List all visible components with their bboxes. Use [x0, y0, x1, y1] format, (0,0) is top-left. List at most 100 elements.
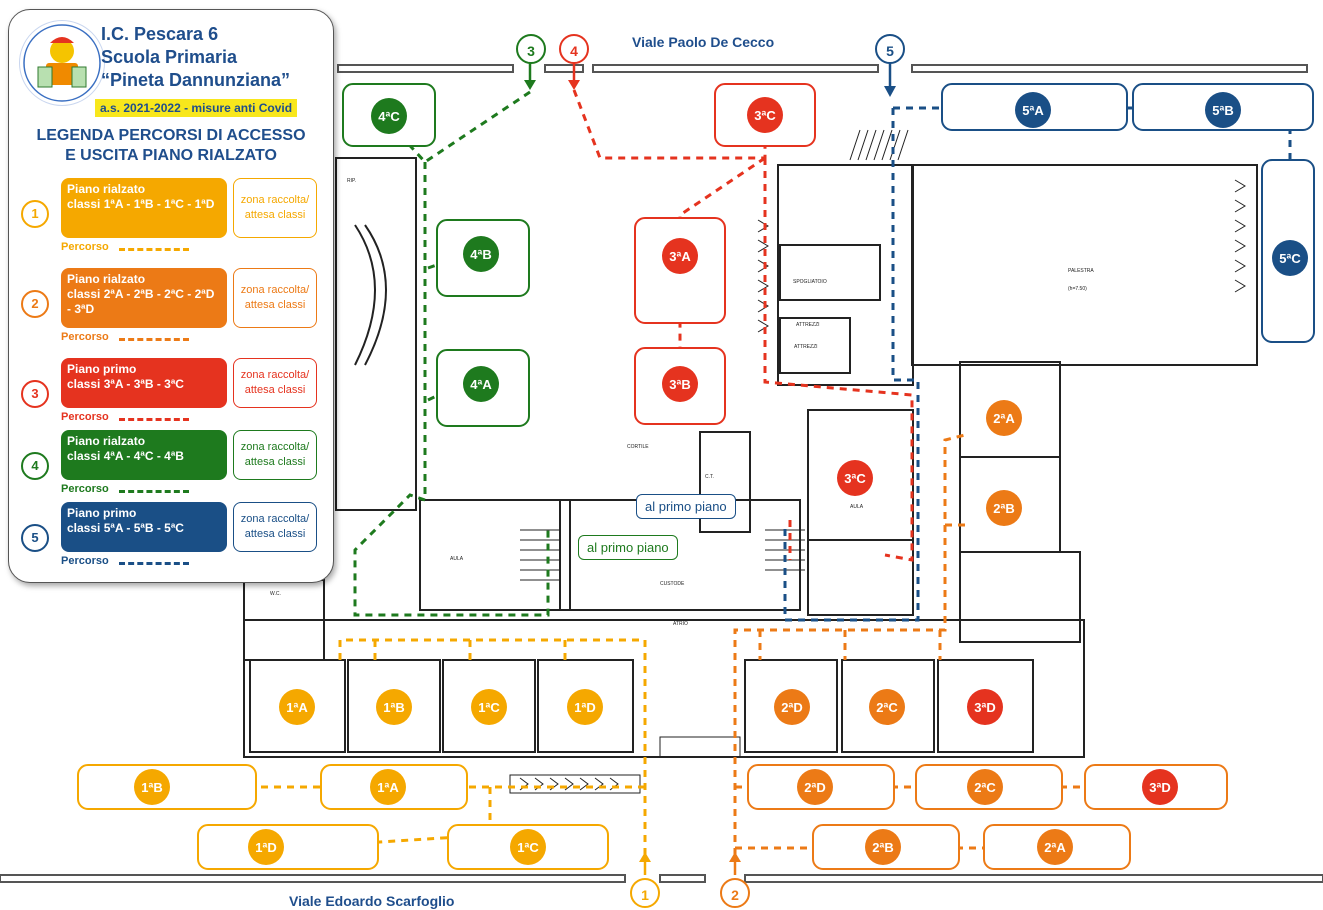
zone-1a-marker: 1ªA [370, 769, 406, 805]
svg-text:4ªC: 4ªC [378, 109, 400, 124]
legend-path-line-2 [119, 338, 189, 341]
svg-text:2ªD: 2ªD [804, 780, 825, 795]
plan-labels: PALESTRA (h=7.50) CORTILE AULA AULA SPOG… [270, 178, 1094, 627]
label-custode: CUSTODE [660, 581, 685, 587]
svg-text:3ªD: 3ªD [1149, 780, 1170, 795]
label-rip: RIP. [347, 178, 356, 184]
svg-text:4ªA: 4ªA [470, 377, 492, 392]
legend-route-5-box: Piano primo classi 5ªA - 5ªB - 5ªC [61, 502, 227, 552]
school-name-line3: “Pineta Dannunziana” [101, 70, 291, 90]
svg-text:1ªC: 1ªC [478, 700, 500, 715]
zone-1d-marker: 1ªD [248, 829, 284, 865]
label-aula: AULA [450, 556, 464, 562]
road-name-north: Viale Paolo De Cecco [632, 34, 775, 50]
svg-text:2ªA: 2ªA [993, 411, 1015, 426]
legend-path-line-1 [119, 248, 189, 251]
zone-5b-marker: 5ªB [1205, 92, 1241, 128]
label-spogliatoi: SPOGLIATOIO [793, 279, 827, 285]
classroom-1a: 1ªA [279, 689, 315, 725]
label-atrio: ATRIO [673, 621, 688, 627]
road-name-south: Viale Edoardo Scarfoglio [289, 893, 455, 909]
svg-text:2ªC: 2ªC [974, 780, 996, 795]
legend-route-3-box: Piano primo classi 3ªA - 3ªB - 3ªC [61, 358, 227, 408]
svg-text:3ªB: 3ªB [669, 377, 690, 392]
svg-text:4ªB: 4ªB [470, 247, 491, 262]
entrance-1-marker: 1 [630, 878, 660, 908]
legend-route-1-box: Piano rialzato classi 1ªA - 1ªB - 1ªC - … [61, 178, 227, 238]
legend-route-4-box: Piano rialzato classi 4ªA - 4ªC - 4ªB [61, 430, 227, 480]
legend-number-4: 4 [21, 452, 49, 480]
svg-text:1ªB: 1ªB [141, 780, 162, 795]
legend-zone-4: zona raccolta/ attesa classi [233, 430, 317, 480]
zone-2b-marker: 2ªB [865, 829, 901, 865]
legend-row-2: 2 Piano rialzato classi 2ªA - 2ªB - 2ªC … [9, 268, 333, 352]
school-logo-icon [19, 20, 105, 106]
legend-title-line2: E USCITA PIANO RIALZATO [65, 147, 277, 164]
classroom-2c: 2ªC [869, 689, 905, 725]
svg-text:5ªB: 5ªB [1212, 103, 1233, 118]
legend-route-5-classes: classi 5ªA - 5ªB - 5ªC [67, 521, 184, 535]
entrance-2-marker: 2 [720, 878, 750, 908]
zone-5c-marker: 5ªC [1272, 240, 1308, 276]
legend-panel: I.C. Pescara 6 Scuola Primaria “Pineta D… [8, 9, 334, 583]
legend-route-2-floor: Piano rialzato [67, 272, 146, 286]
markers: 4ªC 4ªB 4ªA 3ªC 3ªA 3ªB 5ªA 5ªB 5ªC 1ªB … [134, 92, 1308, 865]
legend-path-line-5 [119, 562, 189, 565]
entrance-3-marker: 3 [516, 34, 546, 64]
zone-1d [197, 824, 379, 870]
legend-row-4: 4 Piano rialzato classi 4ªA - 4ªC - 4ªB … [9, 430, 333, 514]
svg-text:2ªB: 2ªB [993, 501, 1014, 516]
label-palestra: PALESTRA [1068, 268, 1094, 274]
legend-path-label-5: Percorso [61, 555, 109, 567]
label-attrezzi: ATTREZZI [796, 322, 820, 328]
svg-text:2ªC: 2ªC [876, 700, 898, 715]
label-attrezzi2: ATTREZZI [794, 344, 818, 350]
road-north [337, 64, 1308, 73]
legend-route-5-floor: Piano primo [67, 506, 137, 520]
callout-green-stairs: al primo piano [578, 535, 678, 560]
legend-zone-1: zona raccolta/ attesa classi [233, 178, 317, 238]
label-ct: C.T. [705, 474, 714, 480]
legend-number-2: 2 [21, 290, 49, 318]
routes [170, 89, 1292, 855]
legend-route-2-box: Piano rialzato classi 2ªA - 2ªB - 2ªC - … [61, 268, 227, 328]
zone-1b-marker: 1ªB [134, 769, 170, 805]
legend-zone-3: zona raccolta/ attesa classi [233, 358, 317, 408]
label-wc: W.C. [270, 591, 281, 597]
svg-text:1ªD: 1ªD [574, 700, 595, 715]
legend-path-label-1: Percorso [61, 241, 109, 253]
road-south [0, 874, 1323, 883]
svg-text:2ªB: 2ªB [872, 840, 893, 855]
entrance-5-marker: 5 [875, 34, 905, 64]
callout-blue-stairs: al primo piano [636, 494, 736, 519]
building-walls [243, 129, 1258, 794]
svg-text:1ªA: 1ªA [377, 780, 399, 795]
legend-number-3: 3 [21, 380, 49, 408]
school-name-line2: Scuola Primaria [101, 47, 238, 67]
zone-2d-marker: 2ªD [797, 769, 833, 805]
route-4-path [353, 90, 550, 617]
zone-4a-marker: 4ªA [463, 366, 499, 402]
route-2-path [733, 433, 1180, 855]
classroom-2d: 2ªD [774, 689, 810, 725]
zone-1c-marker: 1ªC [510, 829, 546, 865]
legend-zone-2: zona raccolta/ attesa classi [233, 268, 317, 328]
zone-2a-marker: 2ªA [1037, 829, 1073, 865]
legend-route-4-floor: Piano rialzato [67, 434, 146, 448]
classroom-2b: 2ªB [986, 490, 1022, 526]
legend-route-1-floor: Piano rialzato [67, 182, 146, 196]
legend-route-3-classes: classi 3ªA - 3ªB - 3ªC [67, 377, 184, 391]
legend-route-2-classes: classi 2ªA - 2ªB - 2ªC - 2ªD - 3ªD [67, 287, 215, 316]
svg-text:3ªD: 3ªD [974, 700, 995, 715]
svg-text:3ªC: 3ªC [754, 108, 776, 123]
zone-3c-marker: 3ªC [747, 97, 783, 133]
zone-2c-marker: 2ªC [967, 769, 1003, 805]
svg-text:2ªA: 2ªA [1044, 840, 1066, 855]
zone-4b-marker: 4ªB [463, 236, 499, 272]
legend-path-label-3: Percorso [61, 411, 109, 423]
classroom-3c: 3ªC [837, 460, 873, 496]
zone-3b-marker: 3ªB [662, 366, 698, 402]
classroom-2a: 2ªA [986, 400, 1022, 436]
legend-number-5: 5 [21, 524, 49, 552]
